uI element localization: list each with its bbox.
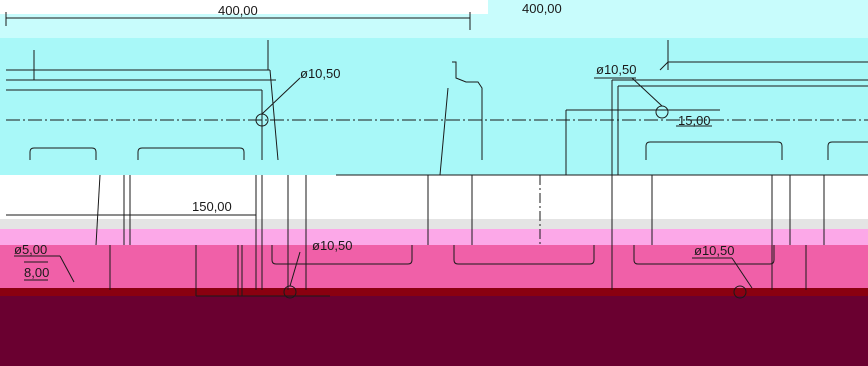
part-slope-left — [269, 69, 279, 161]
label-top-overall: 400,00 — [218, 3, 258, 18]
hole-lower-right — [733, 285, 747, 299]
hole-upper-right — [655, 105, 669, 119]
label-dia-top-left: ø10,50 — [300, 66, 340, 81]
slot-lower-3 — [633, 245, 775, 265]
cyan-band-main — [0, 38, 868, 175]
label-dia-top-right: ø10,50 — [596, 62, 636, 77]
label-offset-15: 15,00 — [678, 113, 711, 128]
center-tab-profile — [452, 61, 483, 160]
gray-divider-band — [0, 219, 868, 229]
label-top-partial: 400,00 — [522, 1, 562, 16]
pink-band-light — [0, 229, 868, 245]
leader-lower-right — [731, 257, 753, 289]
slot-upper-1 — [29, 147, 97, 160]
center-tab-slope — [439, 87, 449, 176]
slot-lower-2 — [453, 245, 595, 265]
leader-lower-center — [289, 251, 301, 287]
cyan-band-notch — [488, 0, 868, 14]
part-chamfer-right — [659, 61, 669, 71]
maroon-band — [0, 296, 868, 366]
label-dia-bottom-right: ø10,50 — [694, 243, 734, 258]
label-dia-5: ø5,00 — [14, 242, 47, 257]
slot-upper-3 — [645, 141, 783, 160]
slot-upper-4 — [827, 141, 868, 160]
lower-edge-1 — [95, 174, 101, 246]
leader-upper-right — [631, 77, 663, 107]
dark-red-band — [0, 288, 868, 296]
slot-upper-2 — [137, 147, 245, 160]
slot-lower-1 — [271, 245, 413, 265]
magenta-band — [0, 245, 868, 295]
label-offset-8: 8,00 — [24, 265, 49, 280]
leader-upper-left — [261, 77, 301, 115]
label-dia-bottom-center: ø10,50 — [312, 238, 352, 253]
dia-5-leader — [59, 255, 75, 283]
label-offset-150: 150,00 — [192, 199, 232, 214]
